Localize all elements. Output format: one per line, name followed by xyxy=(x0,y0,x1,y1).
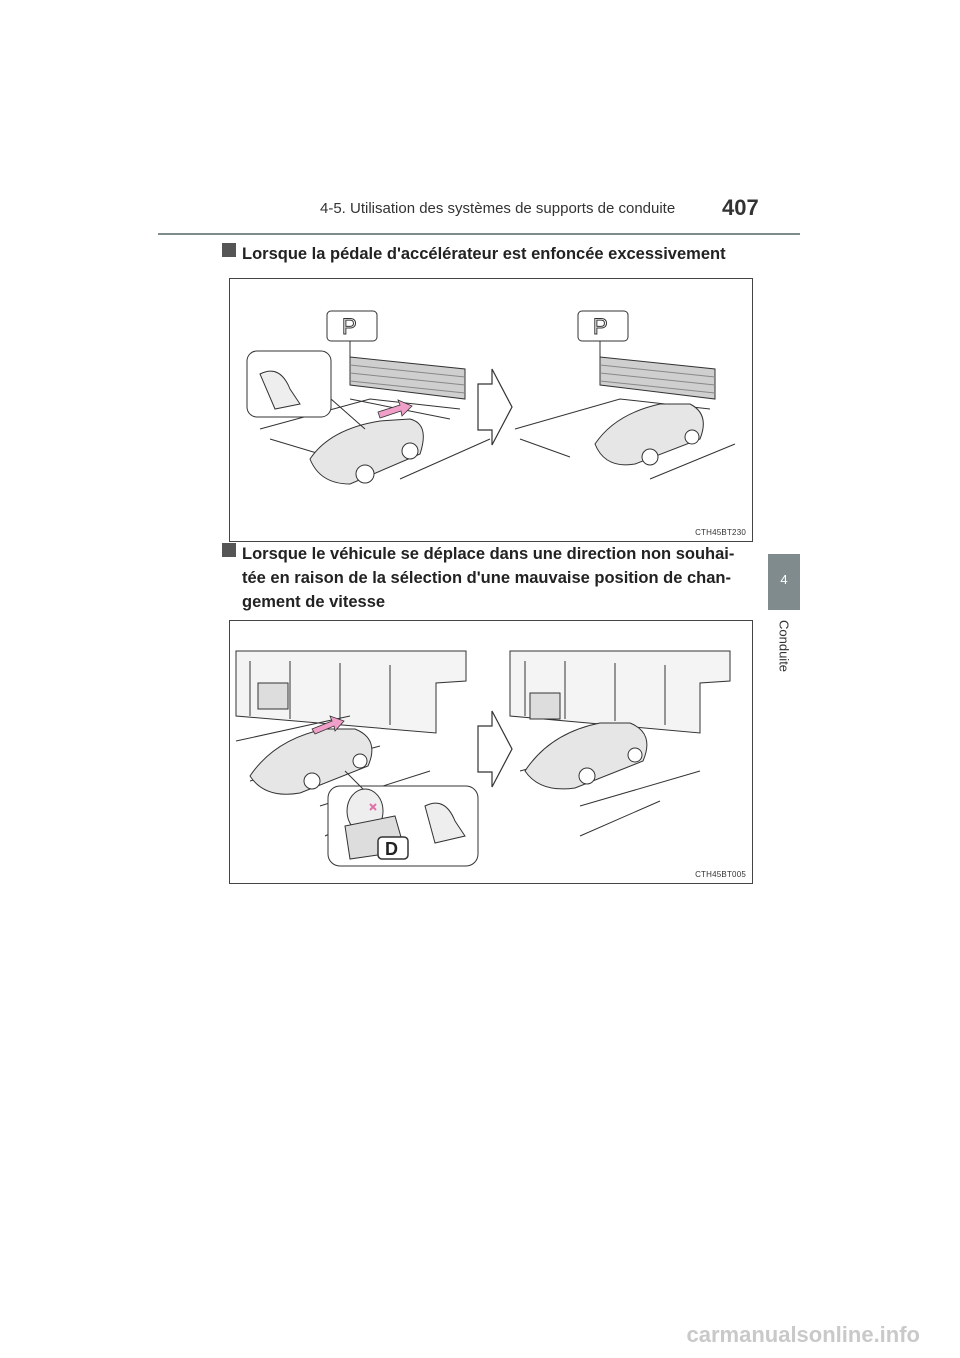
heading-line: gement de vitesse xyxy=(242,593,386,611)
section-title: 4-5. Utilisation des systèmes de support… xyxy=(320,200,676,217)
square-bullet-icon xyxy=(222,243,236,257)
figure-wrong-gear: D CTH45BT005 xyxy=(229,620,753,884)
chapter-label: Conduite xyxy=(776,620,792,673)
figure-accelerator-pedal: P P xyxy=(229,278,753,542)
page-number: 407 xyxy=(722,195,759,220)
figure-code: CTH45BT005 xyxy=(695,870,746,879)
heading-line: tée en raison de la sélection d'une mauv… xyxy=(242,569,731,587)
heading-line: Lorsque le véhicule se déplace dans une … xyxy=(242,545,735,563)
figure-code: CTH45BT230 xyxy=(695,528,746,537)
section-heading-2: Lorsque le véhicule se déplace dans une … xyxy=(222,542,750,614)
chapter-tab: 4 xyxy=(768,554,800,610)
chapter-number: 4 xyxy=(780,572,788,587)
square-bullet-icon xyxy=(222,543,236,557)
svg-text:P: P xyxy=(593,314,608,339)
svg-text:P: P xyxy=(342,314,357,339)
section-heading-1: Lorsque la pédale d'accélérateur est enf… xyxy=(222,242,726,266)
heading-line: Lorsque la pédale d'accélérateur est enf… xyxy=(242,245,726,263)
header-rule xyxy=(158,233,800,235)
parking-illustration-2: D xyxy=(235,650,731,867)
shift-position-letter: D xyxy=(385,839,398,859)
parking-illustration-1: P P xyxy=(246,310,736,485)
watermark: carmanualsonline.info xyxy=(686,1322,921,1347)
